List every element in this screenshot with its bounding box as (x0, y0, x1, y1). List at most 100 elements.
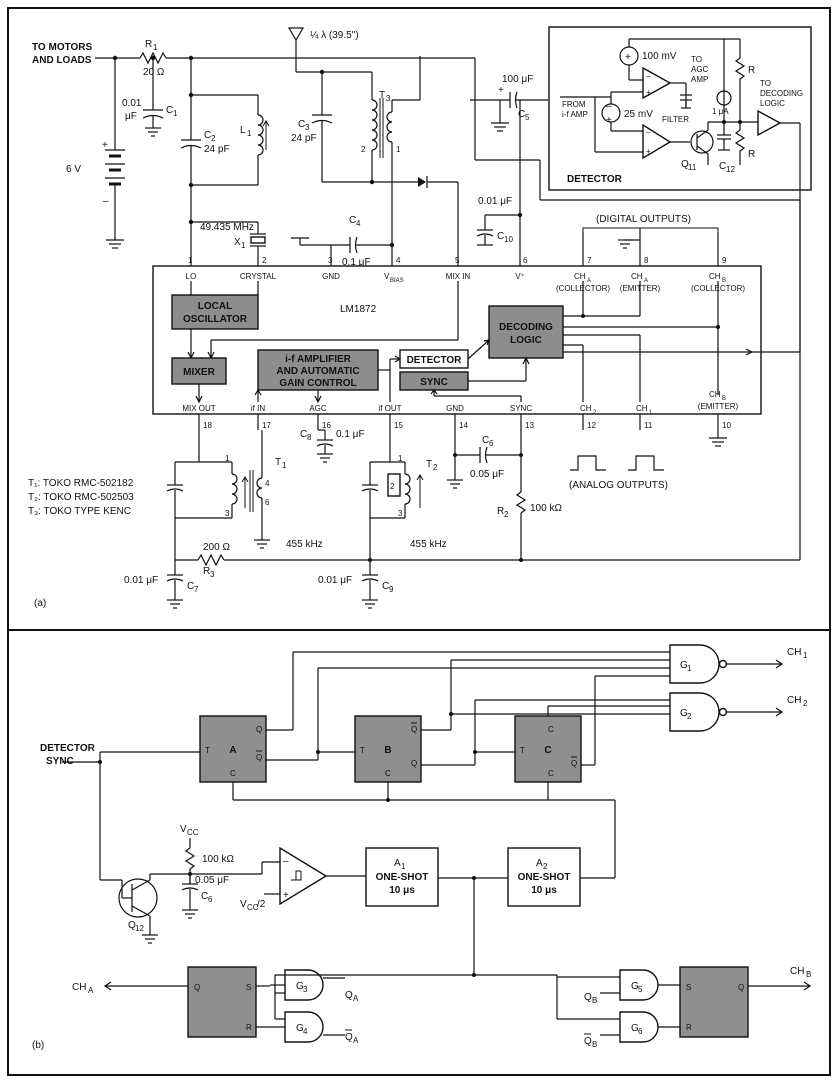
svg-text:LOCAL: LOCAL (198, 301, 232, 312)
sync-network: C 6 0.05 μF R 2 100 kΩ (447, 430, 562, 560)
latch-b: G 5 G 6 Q B Q B S Q R CH B (b) (32, 966, 811, 1051)
svg-text:1: 1 (173, 109, 178, 118)
svg-text:14: 14 (459, 421, 468, 430)
antenna-label: ¼ λ (39.5") (310, 29, 359, 41)
svg-text:R: R (246, 1023, 252, 1032)
svg-text:CH: CH (636, 404, 648, 413)
svg-text:8: 8 (644, 256, 649, 265)
flipflop-b: B T Q Q C (354, 715, 422, 783)
bottom-pins: MIX OUT if IN AGC if OUT GND SYNC CH 2 C… (182, 390, 739, 447)
svg-text:24 pF: 24 pF (291, 133, 317, 144)
svg-text:BIAS: BIAS (390, 278, 404, 284)
q11-transistor (690, 130, 714, 154)
svg-text:6: 6 (265, 498, 270, 507)
svg-text:4: 4 (396, 256, 401, 265)
latch-b-body (679, 966, 749, 1038)
inset-comparator-bottom (642, 123, 672, 160)
gate-g1 (669, 644, 720, 684)
motors-label-2: AND LOADS (32, 55, 92, 66)
svg-text:G: G (631, 981, 639, 992)
detector-inset-title: DETECTOR (567, 174, 623, 185)
svg-text:A: A (644, 278, 648, 284)
svg-text:1: 1 (153, 43, 158, 52)
svg-text:1: 1 (396, 145, 401, 154)
svg-text:+: + (606, 115, 612, 126)
svg-text:X: X (234, 237, 241, 248)
svg-text:i-f AMPLIFIER: i-f AMPLIFIER (285, 354, 352, 365)
svg-text:4: 4 (356, 219, 361, 228)
svg-text:R: R (203, 566, 210, 577)
transformer-list: T₁: TOKO RMC-502182 T₂: TOKO RMC-502503 … (28, 478, 134, 609)
svg-text:G: G (296, 981, 304, 992)
flipflop-a-body (199, 715, 267, 783)
svg-text:Q: Q (128, 920, 136, 931)
svg-text:3: 3 (225, 509, 230, 518)
svg-text:25 mV: 25 mV (624, 109, 653, 120)
svg-text:CH: CH (72, 982, 86, 993)
inset-schmitt (757, 109, 782, 137)
svg-text:455 kHz: 455 kHz (410, 539, 447, 550)
svg-text:8: 8 (307, 433, 312, 442)
svg-text:C: C (548, 769, 554, 778)
svg-text:16: 16 (322, 421, 331, 430)
svg-text:17: 17 (262, 421, 271, 430)
svg-text:A: A (88, 986, 94, 995)
svg-text:1: 1 (803, 651, 808, 660)
svg-text:DETECTOR: DETECTOR (40, 743, 96, 754)
svg-text:3: 3 (398, 509, 403, 518)
svg-text:MIXER: MIXER (183, 367, 215, 378)
svg-text:Q: Q (345, 990, 353, 1001)
r1-value: 20 Ω (143, 67, 165, 78)
svg-text:GND: GND (322, 272, 340, 281)
svg-text:C: C (544, 745, 551, 756)
svg-text:CH: CH (709, 390, 721, 399)
analog-outputs-label: (ANALOG OUTPUTS) (569, 480, 668, 491)
svg-text:1: 1 (649, 410, 653, 416)
t3-secondary-coil (386, 111, 393, 143)
svg-text:B: B (592, 1040, 597, 1049)
svg-text:Q: Q (584, 1036, 592, 1047)
detector-inset-frame (548, 26, 812, 191)
svg-text:T: T (275, 457, 281, 468)
t3-primary-coil (371, 99, 378, 151)
svg-text:Q: Q (584, 992, 592, 1003)
svg-text:1: 1 (398, 454, 403, 463)
svg-text:4: 4 (303, 1027, 308, 1036)
svg-text:10 μs: 10 μs (389, 885, 415, 896)
svg-text:SYNC: SYNC (510, 404, 532, 413)
svg-text:CH: CH (787, 647, 801, 658)
svg-text:T: T (205, 746, 210, 755)
svg-text:T: T (426, 459, 432, 470)
svg-text:C: C (349, 215, 356, 226)
crystal-section: 49.435 MHz X 1 (188, 219, 266, 258)
svg-text:C: C (166, 105, 173, 116)
t1-section: 1 3 4 6 T 1 455 kHz (166, 430, 323, 560)
svg-text:+: + (102, 140, 108, 151)
svg-text:–: – (283, 856, 289, 867)
svg-text:V⁺: V⁺ (515, 272, 525, 281)
inset-comparator-top (642, 66, 672, 100)
svg-text:ONE-SHOT: ONE-SHOT (376, 872, 429, 883)
q12-transistor (118, 878, 158, 918)
gate-g4 (284, 1011, 324, 1043)
svg-text:OSCILLATOR: OSCILLATOR (183, 314, 248, 325)
svg-text:LOGIC: LOGIC (760, 99, 785, 108)
lm1872-chip: LM1872 LOCAL OSCILLATOR MIXER i-f AMPLIF… (152, 123, 801, 415)
svg-text:C: C (518, 109, 525, 120)
svg-text:A: A (536, 858, 543, 869)
svg-text:0.05 μF: 0.05 μF (470, 469, 504, 480)
svg-text:MIX OUT: MIX OUT (182, 404, 215, 413)
svg-text:11: 11 (688, 163, 697, 172)
svg-text:2: 2 (433, 463, 438, 472)
svg-text:C: C (187, 581, 194, 592)
svg-text:2: 2 (390, 482, 395, 491)
svg-text:GAIN CONTROL: GAIN CONTROL (279, 378, 356, 389)
digital-outputs-label: (DIGITAL OUTPUTS) (596, 214, 691, 225)
one-shot-a1 (365, 847, 439, 907)
gate-g5 (619, 969, 659, 1001)
svg-text:2: 2 (543, 862, 548, 871)
r3-resistor (197, 553, 225, 567)
panel-a-caption: (a) (34, 598, 46, 609)
svg-text:(EMITTER): (EMITTER) (698, 402, 739, 411)
svg-text:100 μF: 100 μF (502, 74, 533, 85)
